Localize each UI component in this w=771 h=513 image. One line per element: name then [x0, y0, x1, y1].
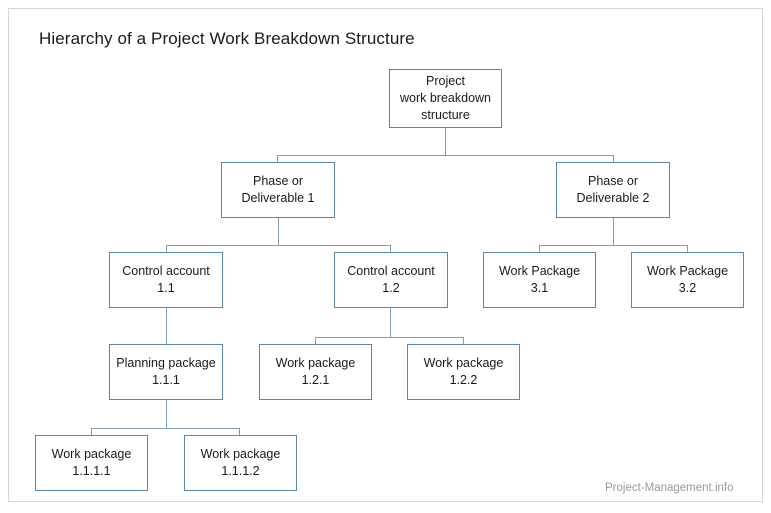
node-label: Work package 1.1.1.2: [200, 447, 281, 478]
node-work-package-1-1-1-2[interactable]: Work package 1.1.1.2: [184, 435, 297, 491]
node-project-work-breakdown-structure[interactable]: Project work breakdown structure: [389, 69, 502, 128]
node-label: Phase or Deliverable 1: [241, 174, 315, 205]
node-label: Control account 1.1: [122, 264, 210, 295]
node-work-package-3-1[interactable]: Work Package 3.1: [483, 252, 596, 308]
node-label: Work Package 3.2: [646, 264, 729, 295]
node-work-package-3-2[interactable]: Work Package 3.2: [631, 252, 744, 308]
node-label: Planning package 1.1.1: [116, 356, 216, 387]
node-work-package-1-2-2[interactable]: Work package 1.2.2: [407, 344, 520, 400]
connector-planning-package-stem: [166, 400, 167, 429]
watermark-credit: Project-Management.info: [605, 482, 734, 494]
image-frame: Hierarchy of a Project Work Breakdown St…: [8, 8, 763, 502]
connector-level1-bus: [277, 155, 614, 156]
node-label: Work Package 3.1: [498, 264, 581, 295]
node-label: Work package 1.1.1.1: [51, 447, 132, 478]
connector-control-account-11-to-planning-package: [166, 308, 167, 352]
connector-root-stem: [445, 128, 446, 156]
connector-phase2-bus: [539, 245, 688, 246]
node-label: Work package 1.2.1: [275, 356, 356, 387]
node-control-account-1-1[interactable]: Control account 1.1: [109, 252, 223, 308]
node-label: Project work breakdown structure: [399, 74, 491, 122]
node-phase-or-deliverable-1[interactable]: Phase or Deliverable 1: [221, 162, 335, 218]
connector-control-account-12-stem: [390, 308, 391, 337]
connector-control-account-12-bus: [315, 337, 464, 338]
node-work-package-1-1-1-1[interactable]: Work package 1.1.1.1: [35, 435, 148, 491]
page-title: Hierarchy of a Project Work Breakdown St…: [39, 29, 415, 48]
node-work-package-1-2-1[interactable]: Work package 1.2.1: [259, 344, 372, 400]
node-label: Work package 1.2.2: [423, 356, 504, 387]
connector-phase1-stem: [278, 218, 279, 246]
connector-phase1-bus: [166, 245, 391, 246]
node-planning-package-1-1-1[interactable]: Planning package 1.1.1: [109, 344, 223, 400]
connector-phase2-stem: [613, 218, 614, 246]
node-control-account-1-2[interactable]: Control account 1.2: [334, 252, 448, 308]
node-label: Phase or Deliverable 2: [576, 174, 650, 205]
connector-planning-package-bus: [91, 428, 240, 429]
node-phase-or-deliverable-2[interactable]: Phase or Deliverable 2: [556, 162, 670, 218]
node-label: Control account 1.2: [347, 264, 435, 295]
